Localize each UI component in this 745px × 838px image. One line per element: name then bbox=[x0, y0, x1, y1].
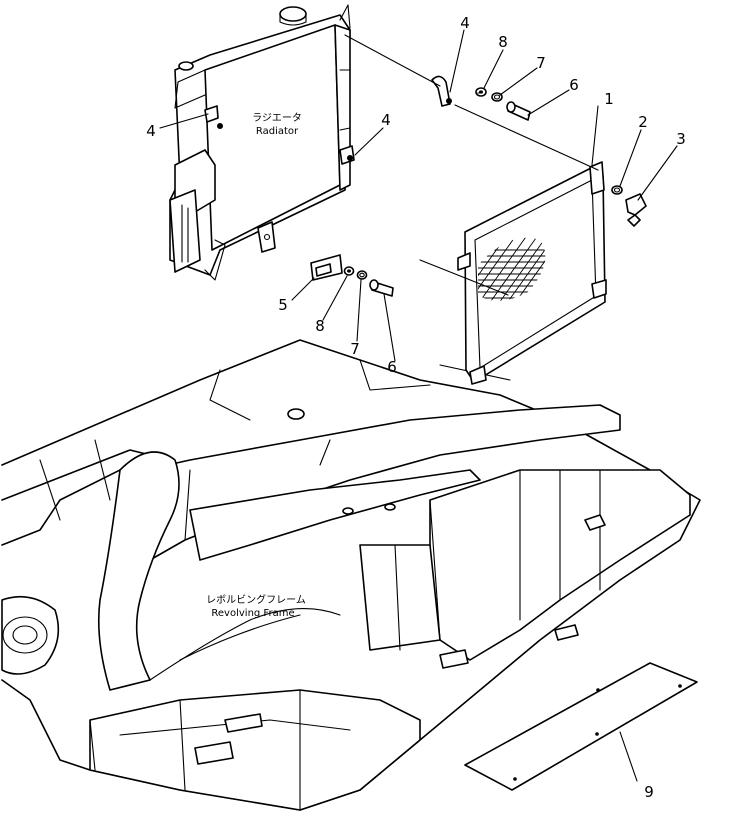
callout-4-left: 4 bbox=[146, 122, 156, 140]
upper-fasteners bbox=[431, 75, 531, 121]
guard-mesh bbox=[478, 237, 546, 301]
wing-nut-assembly bbox=[611, 185, 647, 227]
revolving-frame bbox=[1, 339, 701, 811]
callout-4-right: 4 bbox=[381, 111, 391, 129]
callout-1: 1 bbox=[604, 90, 614, 108]
frame-label-en: Revolving Frame bbox=[211, 608, 294, 619]
callout-9: 9 bbox=[644, 783, 654, 801]
callout-8-lower: 8 bbox=[315, 317, 325, 335]
callout-7-top: 7 bbox=[536, 54, 546, 72]
radiator: ラジエータ Radiator bbox=[169, 4, 355, 281]
cover-plate bbox=[464, 662, 698, 791]
radiator-label-jp: ラジエータ bbox=[252, 112, 302, 124]
callouts: 1 2 3 4 4 4 5 6 6 7 7 8 8 9 bbox=[146, 14, 686, 801]
callout-4-top: 4 bbox=[460, 14, 470, 32]
callout-2: 2 bbox=[638, 113, 648, 131]
callout-6-top: 6 bbox=[569, 76, 579, 94]
callout-5: 5 bbox=[278, 296, 288, 314]
radiator-label-en: Radiator bbox=[256, 126, 299, 137]
radiator-guard bbox=[457, 161, 607, 385]
callout-6-lower: 6 bbox=[387, 358, 397, 376]
assembly-lines bbox=[344, 34, 599, 296]
callout-3: 3 bbox=[676, 130, 686, 148]
frame-label: レボルビングフレーム Revolving Frame bbox=[206, 593, 306, 619]
callout-7-lower: 7 bbox=[350, 340, 360, 358]
callout-8-top: 8 bbox=[498, 33, 508, 51]
frame-label-jp: レボルビングフレーム bbox=[206, 593, 306, 606]
leader-lines bbox=[159, 29, 678, 782]
lower-fasteners bbox=[310, 254, 394, 297]
